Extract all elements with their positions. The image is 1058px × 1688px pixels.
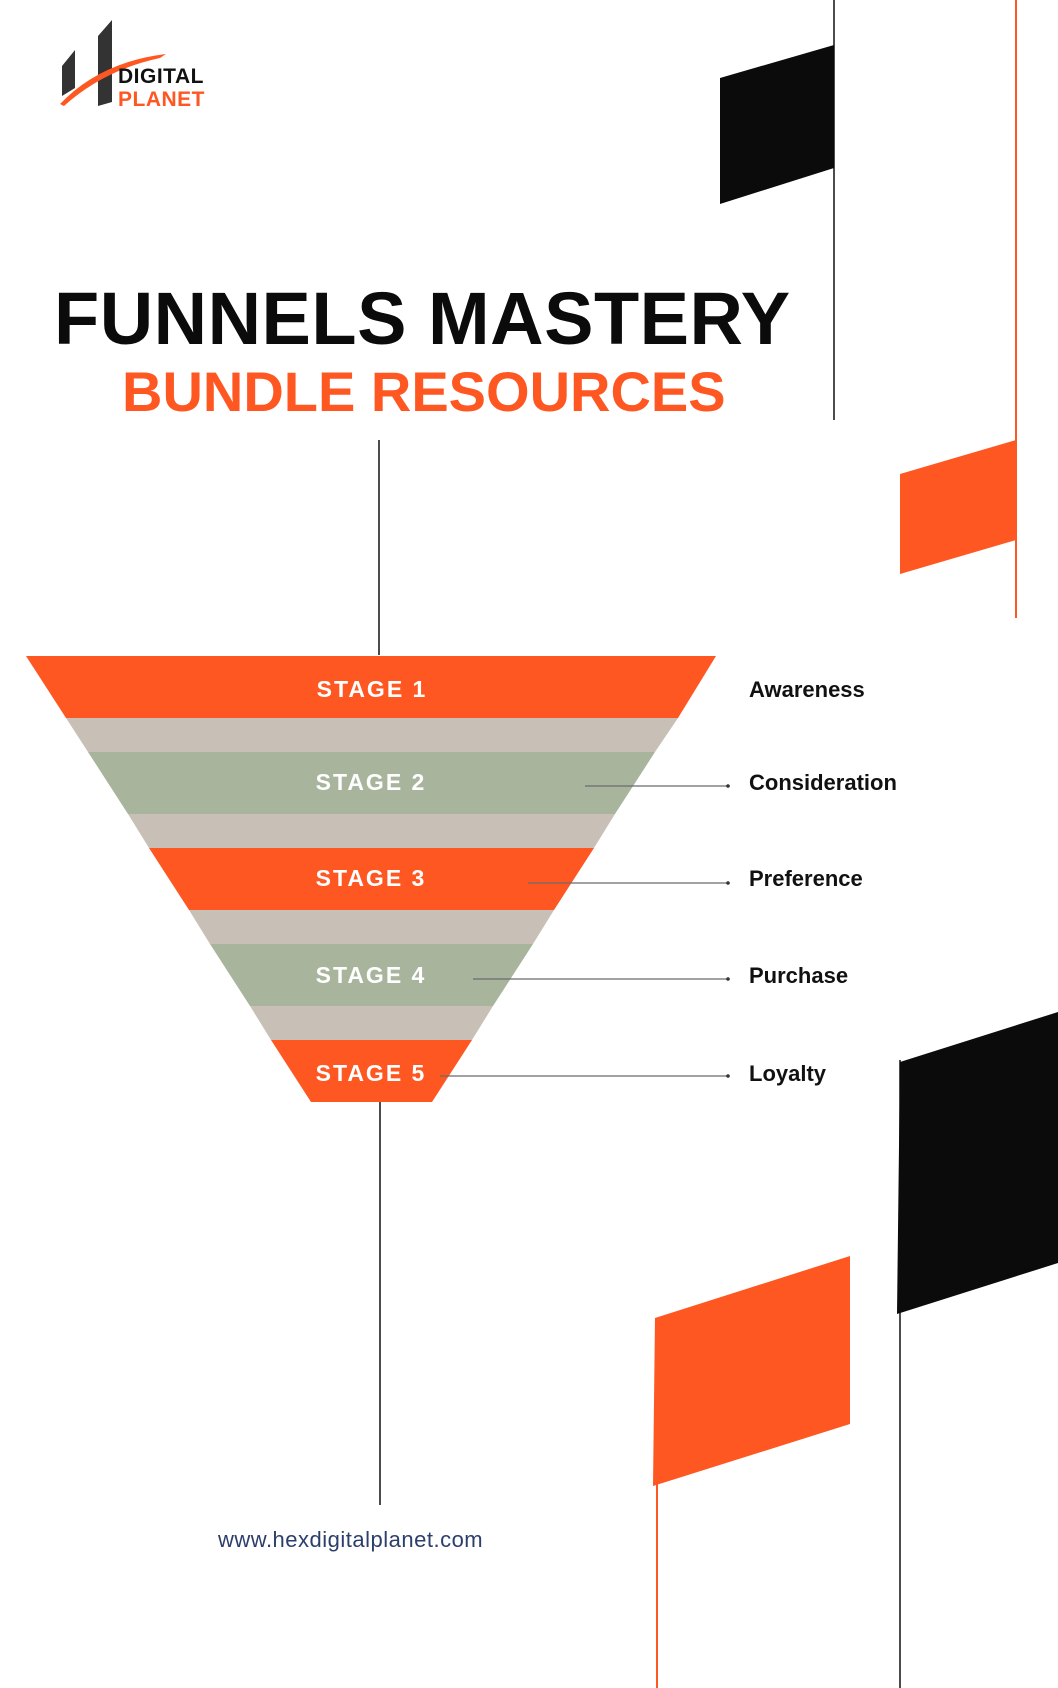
decor-flag-black-bottom [897, 1012, 1058, 1314]
page-subtitle: BUNDLE RESOURCES [122, 360, 726, 423]
stage-5-label: STAGE 5 [315, 1060, 427, 1086]
brand-name-line2: PLANET [118, 88, 205, 111]
stage-3-band [149, 848, 594, 910]
hex-h-logo-icon [60, 20, 166, 106]
funnel-diagram [26, 656, 730, 1102]
website-link[interactable]: www.hexdigitalplanet.com [218, 1527, 484, 1552]
stage-2-band [88, 752, 655, 814]
funnel-ribbon-1 [66, 718, 678, 752]
brand-name-line1: DIGITAL [118, 65, 204, 88]
stage-3-name: Preference [749, 866, 863, 891]
stage-4-connector-dot [726, 977, 730, 981]
stage-1-label: STAGE 1 [316, 676, 428, 702]
stage-5-name: Loyalty [749, 1061, 827, 1086]
funnel-ribbon-4 [250, 1006, 493, 1040]
funnel-ribbon-2 [128, 814, 615, 848]
stage-3-connector-dot [726, 881, 730, 885]
stage-4-name: Purchase [749, 963, 849, 988]
stage-1-band [26, 656, 716, 718]
decor-flag-orange-bottom [653, 1256, 850, 1486]
stage-2-label: STAGE 2 [315, 769, 427, 795]
stage-5-band [271, 1040, 472, 1102]
funnel-ribbon-3 [189, 910, 554, 944]
stage-2-connector-dot [726, 784, 730, 788]
stage-3-label: STAGE 3 [315, 865, 427, 891]
stage-4-label: STAGE 4 [315, 962, 427, 988]
stage-5-connector-dot [726, 1074, 730, 1078]
decor-flag-orange-mid [900, 440, 1016, 574]
page-title: FUNNELS MASTERY [54, 277, 791, 360]
stage-4-band [210, 944, 533, 1006]
stage-2-name: Consideration [749, 770, 897, 795]
stage-1-name: Awareness [749, 677, 865, 702]
decor-flag-black-top [720, 45, 834, 204]
